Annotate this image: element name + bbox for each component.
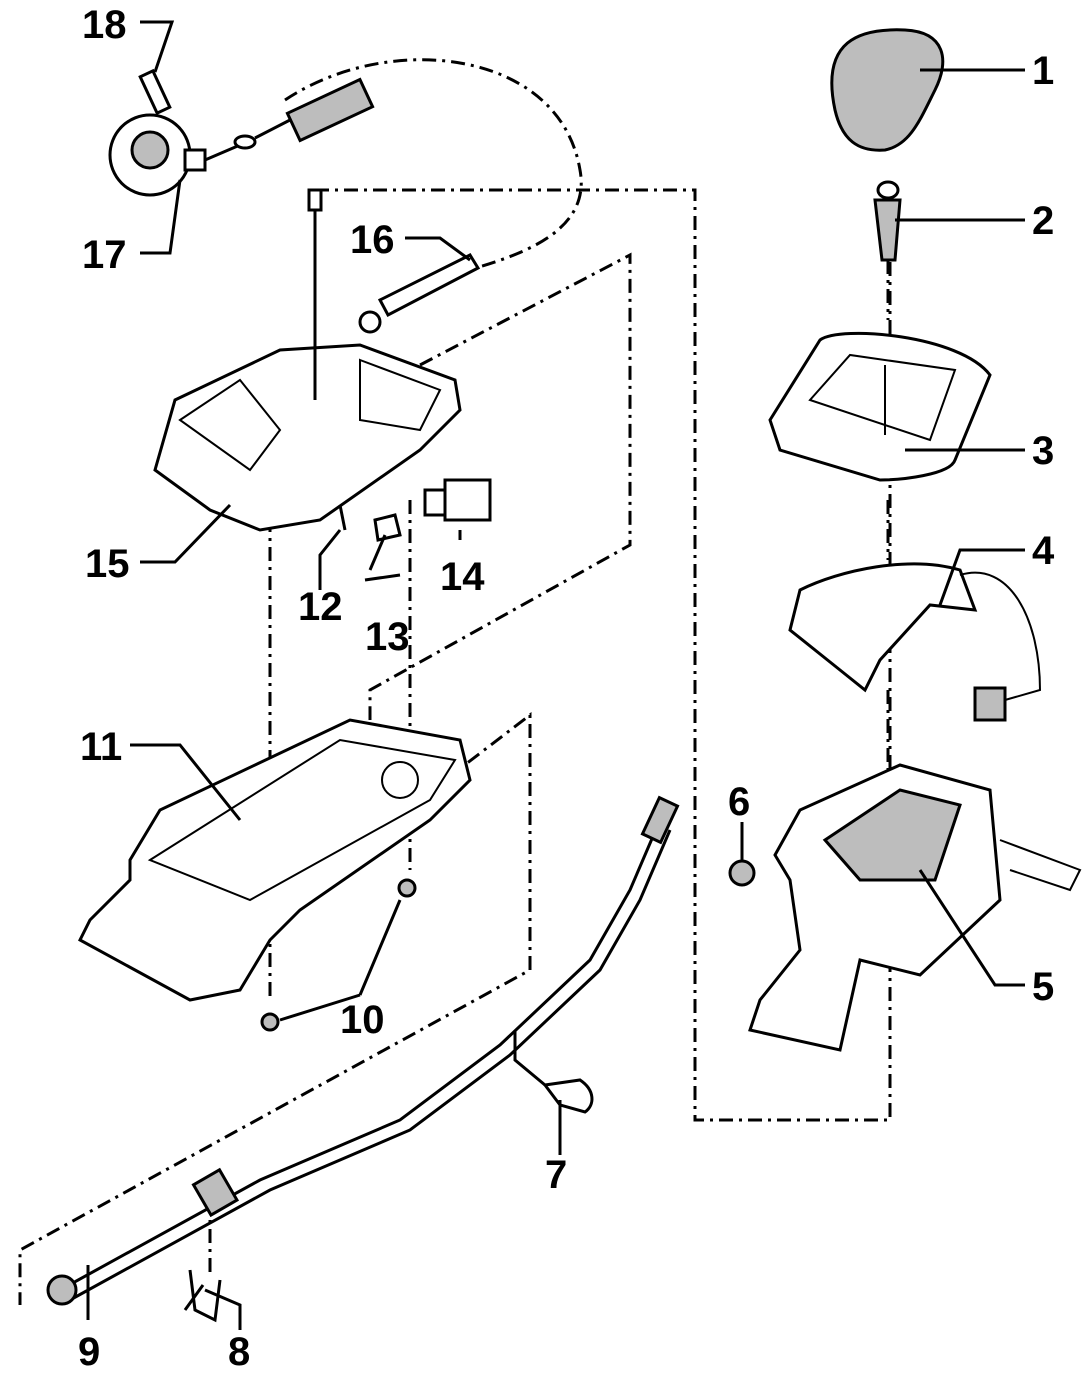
label-9: 9 <box>78 1330 100 1374</box>
guide-line-14 <box>368 252 632 720</box>
leader-10 <box>279 899 402 1022</box>
leader-18 <box>140 20 175 73</box>
knob-adapter <box>873 180 902 262</box>
leader-12 <box>318 529 342 590</box>
leader-5 <box>918 869 1025 987</box>
guide-line-cable <box>284 58 583 282</box>
guide-line-11-bolts <box>18 460 532 1305</box>
label-1: 1 <box>1032 49 1054 93</box>
leader-7 <box>513 1030 562 1155</box>
shifter-mechanism-15 <box>153 188 462 532</box>
label-13: 13 <box>365 615 410 659</box>
leader-13 <box>364 573 401 582</box>
label-2: 2 <box>1032 199 1054 243</box>
label-12: 12 <box>298 585 343 629</box>
pin-18 <box>138 68 172 116</box>
housing-11 <box>78 718 472 1002</box>
solenoid-14 <box>423 478 492 522</box>
label-18: 18 <box>82 3 127 47</box>
screw-12 <box>338 504 347 531</box>
label-3: 3 <box>1032 429 1054 473</box>
label-11: 11 <box>80 725 122 769</box>
clip-7 <box>542 1078 594 1114</box>
shift-indicator-bezel <box>768 331 992 482</box>
indicator-light-assembly <box>788 562 1042 722</box>
lock-cylinder-17 <box>108 77 375 197</box>
guide-line-main-frame <box>315 188 892 1122</box>
label-7: 7 <box>545 1153 567 1197</box>
nuts-10 <box>260 878 417 1032</box>
label-17: 17 <box>82 233 127 277</box>
leader-8 <box>183 1284 242 1330</box>
label-5: 5 <box>1032 965 1054 1009</box>
leader-17 <box>140 179 182 255</box>
leader-4 <box>938 548 1025 606</box>
cable-end-16 <box>358 253 481 334</box>
shift-knob <box>830 28 945 152</box>
label-16: 16 <box>350 218 395 262</box>
label-8: 8 <box>228 1330 250 1374</box>
leader-15 <box>140 503 232 564</box>
label-4: 4 <box>1032 529 1055 573</box>
pin-13 <box>368 513 402 571</box>
leader-11 <box>130 743 242 821</box>
shifter-base <box>748 763 1082 1052</box>
label-10: 10 <box>340 998 385 1042</box>
retaining-clip-8 <box>188 1269 222 1323</box>
shift-cable <box>46 795 680 1306</box>
label-15: 15 <box>85 542 130 586</box>
label-14: 14 <box>440 555 485 599</box>
leader-16 <box>405 236 471 262</box>
bolt-6 <box>728 859 756 887</box>
label-6: 6 <box>728 780 750 824</box>
